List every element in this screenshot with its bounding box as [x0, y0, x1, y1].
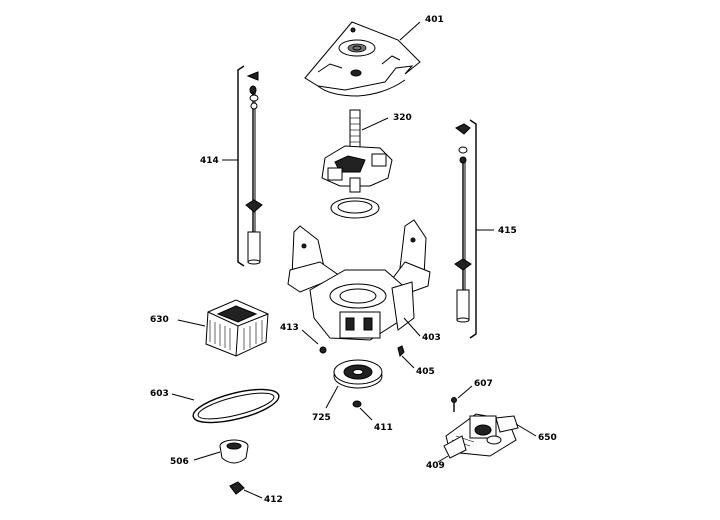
part-506-motor-pulley: [193, 439, 249, 464]
label-415: 415: [498, 226, 517, 236]
part-409-bracket: [437, 435, 467, 463]
label-401: 401: [425, 15, 444, 25]
label-603: 603: [150, 389, 169, 399]
part-415-suspension-rod: [454, 119, 494, 339]
label-607: 607: [474, 379, 493, 389]
label-403: 403: [422, 333, 441, 343]
part-403-base-frame: [287, 219, 431, 341]
label-320: 320: [393, 113, 412, 123]
part-412-clip: [229, 481, 263, 499]
label-650: 650: [538, 433, 557, 443]
label-413: 413: [280, 323, 299, 333]
part-405-fastener: [397, 345, 415, 369]
part-725-pulley: [325, 359, 383, 409]
label-412: 412: [264, 495, 283, 505]
label-405: 405: [416, 367, 435, 377]
label-506: 506: [170, 457, 189, 467]
part-413-fastener: [301, 329, 327, 354]
label-411: 411: [374, 423, 393, 433]
part-401-cover: [304, 21, 421, 97]
part-630-pump: [177, 299, 269, 357]
part-603-belt: [171, 388, 280, 424]
part-320-transmission: [321, 109, 393, 219]
label-630: 630: [150, 315, 169, 325]
part-411-nut: [352, 400, 373, 421]
label-414: 414: [200, 156, 219, 166]
label-409: 409: [426, 461, 445, 471]
part-414-suspension-rod: [222, 65, 263, 267]
label-725: 725: [312, 413, 331, 423]
part-607-screw: [451, 385, 473, 412]
